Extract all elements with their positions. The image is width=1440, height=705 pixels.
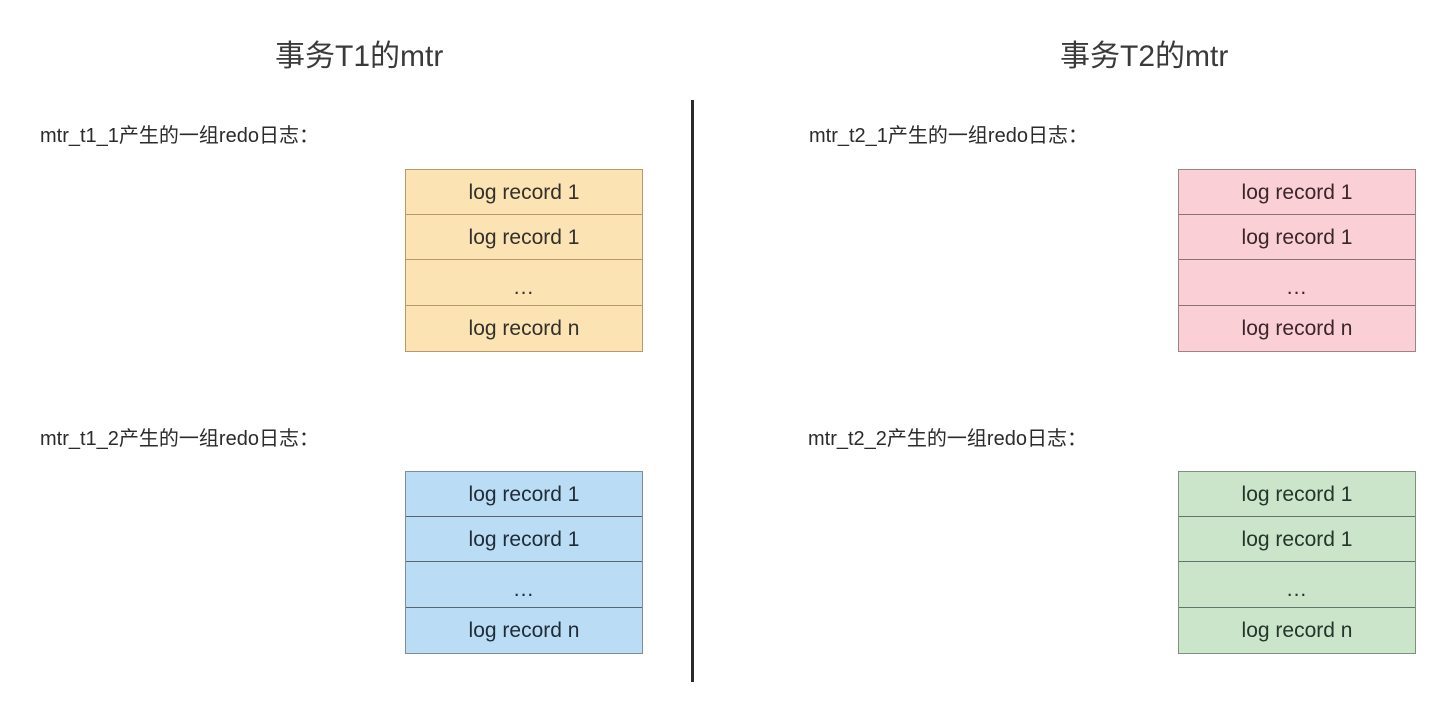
- column-title-t1: 事务T1的mtr: [275, 40, 444, 73]
- group-caption-mtr-t2-2: mtr_t2_2产生的一组redo日志：: [808, 428, 1087, 450]
- group-caption-mtr-t1-2: mtr_t1_2产生的一组redo日志：: [40, 428, 319, 450]
- log-record-ellipsis-row: ...: [406, 260, 642, 306]
- log-record-ellipsis-row: ...: [1179, 562, 1415, 608]
- log-record-stack-mtr-t2-2: log record 1 log record 1 ... log record…: [1178, 471, 1416, 654]
- log-record-row: log record 1: [1179, 472, 1415, 517]
- group-caption-mtr-t1-1: mtr_t1_1产生的一组redo日志：: [40, 125, 319, 147]
- log-record-row: log record n: [468, 619, 580, 642]
- log-record-row: log record n: [468, 317, 580, 340]
- column-divider: [691, 100, 694, 682]
- log-record-row: log record 1: [1179, 215, 1415, 260]
- log-record-row: log record 1: [406, 472, 642, 517]
- log-record-stack-mtr-t2-1: log record 1 log record 1 ... log record…: [1178, 169, 1416, 352]
- log-record-row: log record n: [1241, 317, 1353, 340]
- log-record-ellipsis-row: ...: [1179, 260, 1415, 306]
- log-record-row: log record 1: [1179, 517, 1415, 562]
- log-record-row: log record n: [1241, 619, 1353, 642]
- group-caption-mtr-t2-1: mtr_t2_1产生的一组redo日志：: [809, 125, 1088, 147]
- log-record-row: log record 1: [1179, 170, 1415, 215]
- log-record-row: log record 1: [406, 517, 642, 562]
- log-record-stack-mtr-t1-2: log record 1 log record 1 ... log record…: [405, 471, 643, 654]
- log-record-row: log record 1: [406, 170, 642, 215]
- log-record-stack-mtr-t1-1: log record 1 log record 1 ... log record…: [405, 169, 643, 352]
- column-title-t2: 事务T2的mtr: [1060, 40, 1229, 73]
- log-record-ellipsis-row: ...: [406, 562, 642, 608]
- log-record-row: log record 1: [406, 215, 642, 260]
